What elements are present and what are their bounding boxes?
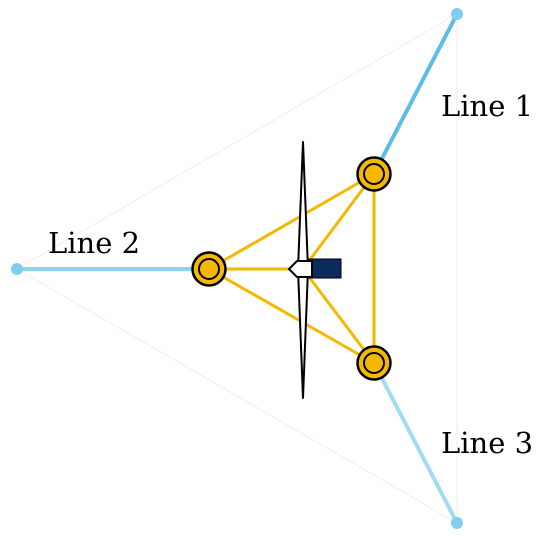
floater-column-2-icon bbox=[191, 251, 227, 287]
wind-turbine-icon bbox=[288, 141, 342, 399]
anchor-point-line-2 bbox=[11, 263, 23, 275]
guide-line-1-2 bbox=[16, 13, 458, 270]
pontoon-1-2 bbox=[208, 172, 375, 271]
brace-center-1 bbox=[301, 173, 376, 270]
anchor-guide-lines bbox=[16, 13, 458, 524]
rotor-hub bbox=[288, 260, 313, 278]
line-3-label: Line 3 bbox=[441, 426, 533, 460]
pontoon-2-3 bbox=[208, 267, 375, 365]
floater-column-3-icon bbox=[356, 345, 392, 381]
mooring-line-1 bbox=[372, 12, 459, 176]
line-2-label: Line 2 bbox=[48, 226, 140, 260]
anchor-point-line-3 bbox=[451, 517, 463, 529]
floater-column-1-icon bbox=[356, 156, 392, 192]
brace-center-3 bbox=[301, 268, 376, 364]
mooring-line-3 bbox=[372, 361, 459, 525]
line-1-label: Line 1 bbox=[441, 89, 533, 123]
platform-frame bbox=[208, 172, 376, 365]
guide-line-2-3 bbox=[16, 268, 458, 524]
anchor-point-line-1 bbox=[451, 8, 463, 20]
